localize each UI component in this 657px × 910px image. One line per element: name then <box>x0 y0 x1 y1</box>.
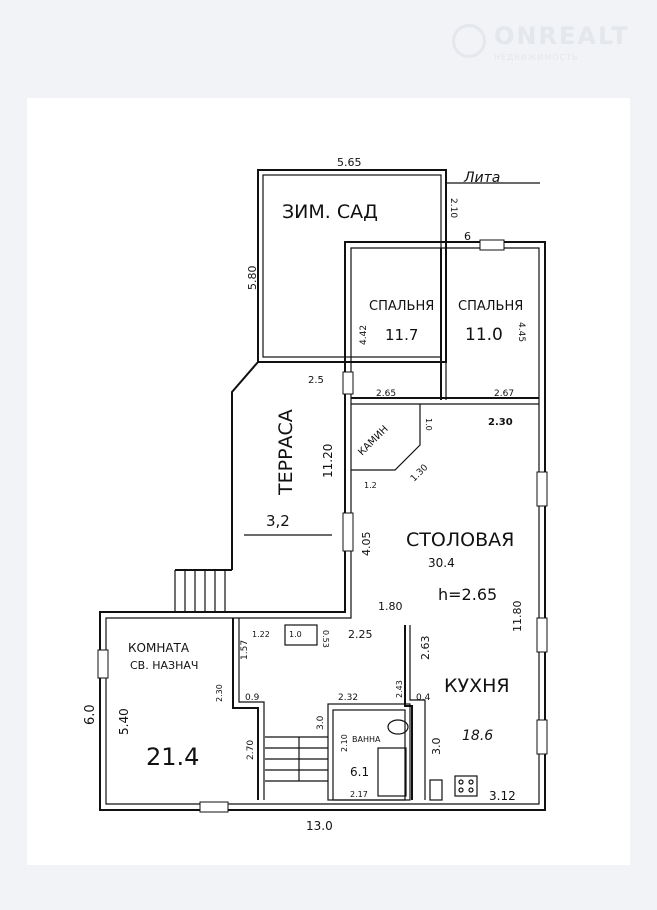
fireplace-label: КАМИН <box>356 424 390 458</box>
dim-label: 11.80 <box>511 601 524 633</box>
dim-label: 2.10 <box>340 734 349 752</box>
dim-label: 5.80 <box>246 266 259 291</box>
dim-label: 6.0 <box>83 704 98 725</box>
bedroom2-label: СПАЛЬНЯ <box>458 299 523 314</box>
dim-label: 2.30 <box>488 417 513 428</box>
bathroom-label: ВАННА <box>352 735 381 744</box>
dim-label: 3.12 <box>489 789 516 803</box>
dim-label: 1.22 <box>252 630 270 639</box>
house-logo-icon <box>452 24 486 58</box>
dim-label: 11.20 <box>321 444 335 478</box>
dim-label: 4.42 <box>359 325 369 345</box>
dim-label: 4.45 <box>516 322 526 342</box>
litera-label: Лита <box>463 170 500 186</box>
kitchen-area: 18.6 <box>462 728 493 744</box>
winter-garden-label: ЗИМ. САД <box>282 201 378 223</box>
dim-label: 1.30 <box>409 463 430 484</box>
dining-label: СТОЛОВАЯ <box>406 529 514 551</box>
kitchen-label: КУХНЯ <box>444 675 510 697</box>
watermark: ONREALT НЕДВИЖИМОСТЬ <box>452 22 642 66</box>
dim-label: 2.10 <box>448 198 458 218</box>
dim-label: 2.30 <box>215 684 224 702</box>
bedroom1-label: СПАЛЬНЯ <box>369 299 434 314</box>
dining-height: h=2.65 <box>438 585 497 604</box>
watermark-name: ONREALT <box>494 22 630 50</box>
dim-label: 1.0 <box>289 630 302 639</box>
dim-label: 2.70 <box>246 740 256 760</box>
dim-label: 1.57 <box>240 640 250 660</box>
house-walls <box>99 241 546 811</box>
dim-label: 5.40 <box>117 708 131 735</box>
dim-label: 1.80 <box>378 600 403 613</box>
dim-label: 2.63 <box>419 636 432 661</box>
bathroom-area: 6.1 <box>350 765 369 779</box>
dimensions: 5.65 5.80 2.10 6 4.42 4.45 2.65 2.67 2.5… <box>83 156 526 833</box>
bedroom1-area: 11.7 <box>385 326 418 344</box>
dim-label: 2.43 <box>395 680 404 698</box>
dim-label: 5.65 <box>337 156 362 169</box>
watermark-tagline: НЕДВИЖИМОСТЬ <box>494 53 579 62</box>
dim-label: 2.25 <box>348 628 373 641</box>
special-room-area: 21.4 <box>146 743 199 771</box>
special-room-label-1: КОМНАТА <box>128 641 190 655</box>
dim-label: 6 <box>464 230 471 243</box>
terrace-label: ТЕРРАСА <box>275 409 297 496</box>
dim-label: 2.17 <box>350 790 368 799</box>
dim-label: 1.0 <box>424 418 433 431</box>
dim-label: 3,2 <box>266 512 290 530</box>
dim-label: 0.4 <box>416 693 431 703</box>
dining-area: 30.4 <box>428 556 455 570</box>
dim-label: 4.05 <box>360 532 373 557</box>
dim-label: 3.0 <box>430 738 443 756</box>
bedroom2-area: 11.0 <box>465 325 503 345</box>
dim-label: 13.0 <box>306 819 333 833</box>
dim-label: 2.67 <box>494 389 514 399</box>
windows <box>97 239 548 813</box>
dim-label: 2.32 <box>338 693 358 703</box>
dim-label: 3.0 <box>316 715 326 730</box>
special-room-label-2: СВ. НАЗНАЧ <box>130 659 198 672</box>
dim-label: 0.9 <box>245 693 260 703</box>
dim-label: 2.5 <box>308 375 324 386</box>
terrace-outline <box>174 361 259 612</box>
dim-label: 0.53 <box>321 630 330 648</box>
dim-label: 2.65 <box>376 389 396 399</box>
stairs <box>265 736 328 782</box>
dim-label: 1.2 <box>364 481 377 490</box>
